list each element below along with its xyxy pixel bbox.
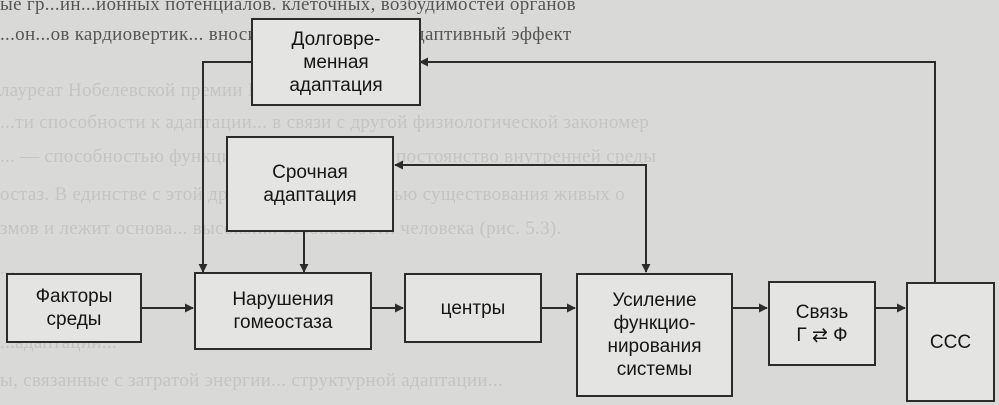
node-function-enhancement: Усиление функцио- нирования системы bbox=[576, 273, 733, 397]
node-long-term-adaptation-label: Долговре- менная адаптация bbox=[289, 28, 383, 96]
node-centers: центры bbox=[404, 273, 542, 343]
background-text-line: лауреат Нобелевской премии Г. Селье. bbox=[0, 80, 322, 101]
node-urgent-adaptation-label: Срочная адаптация bbox=[263, 162, 357, 206]
node-link: Связь Г ⇄ Ф bbox=[768, 281, 876, 366]
node-environmental-factors-label: Факторы среды bbox=[35, 286, 113, 330]
arrow-longterm-to-homeostasis bbox=[198, 61, 251, 273]
background-text-line: ...ти способности к адаптации... в связи… bbox=[0, 112, 650, 133]
arrow-urgent-enhancement bbox=[394, 160, 651, 273]
node-link-label: Связь Г ⇄ Ф bbox=[795, 301, 849, 346]
node-homeostasis-disruption-label: Нарушения гомеостаза bbox=[232, 289, 334, 333]
node-long-term-adaptation: Долговре- менная адаптация bbox=[251, 18, 421, 106]
background-text-line: ы, связанные с затратой энергии... струк… bbox=[0, 370, 504, 391]
background-text-line: ые гр...ин...ионных потенциалов. клеточн… bbox=[0, 0, 576, 15]
node-ccc: ССС bbox=[906, 282, 995, 402]
node-urgent-adaptation: Срочная адаптация bbox=[226, 136, 394, 232]
node-centers-label: центры bbox=[440, 297, 506, 319]
arrow-ccc-to-longterm bbox=[419, 57, 936, 282]
node-ccc-label: ССС bbox=[929, 331, 972, 353]
node-function-enhancement-label: Усиление функцио- нирования системы bbox=[607, 290, 702, 380]
node-environmental-factors: Факторы среды bbox=[6, 273, 142, 343]
node-homeostasis-disruption: Нарушения гомеостаза bbox=[194, 272, 372, 350]
